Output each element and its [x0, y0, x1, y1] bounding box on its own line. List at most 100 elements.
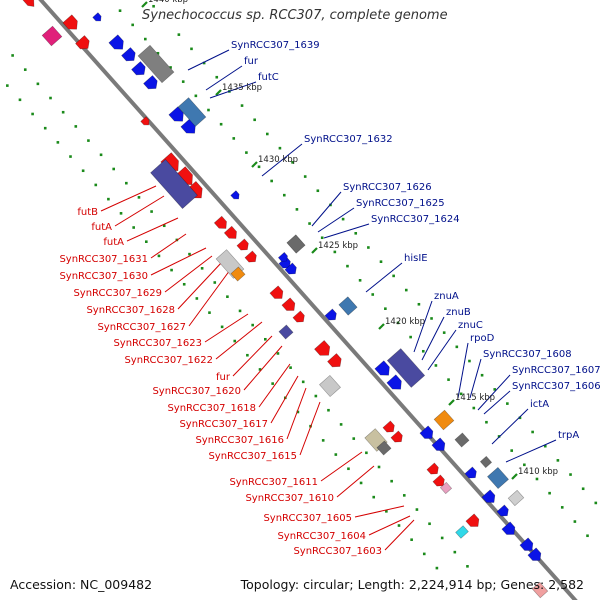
track-dot [156, 51, 160, 55]
reverse-gene-shape [382, 420, 395, 433]
reverse-gene-label: SynRCC307_1627 [97, 322, 186, 333]
track-dot [442, 331, 446, 334]
track-dot [266, 132, 269, 136]
ruler-label: 1425 kbp [318, 241, 358, 251]
forward-feature-shape [386, 348, 426, 388]
reverse-gene [281, 297, 296, 311]
reverse-gene-shape [244, 250, 257, 263]
forward-gene-label: rpoD [470, 333, 495, 344]
forward-gene [496, 504, 509, 517]
track-dot [56, 141, 60, 144]
forward-gene [284, 262, 297, 275]
track-dot [81, 169, 85, 173]
reverse-gene-label: SynRCC307_1631 [59, 254, 148, 265]
track-dot [119, 212, 123, 215]
ruler-tick [141, 1, 148, 8]
reverse-label-connector [215, 321, 263, 360]
track-dot [506, 402, 509, 405]
track-dot [409, 335, 412, 339]
reverse-gene-shape [75, 35, 90, 50]
forward-gene [121, 47, 136, 62]
forward-gene-shape [374, 360, 390, 376]
track-dot [455, 345, 459, 349]
forward-feature-shape [338, 296, 358, 316]
track-dot [162, 224, 166, 228]
track-dot [421, 349, 425, 353]
track-dot [447, 378, 450, 381]
ruler-tick [311, 247, 318, 254]
reverse-gene-label: SynRCC307_1620 [152, 386, 241, 397]
forward-label-connector [457, 342, 469, 399]
track-dot [358, 279, 362, 282]
track-dot [341, 217, 345, 221]
forward-gene-shape [431, 437, 446, 451]
reverse-gene [382, 420, 395, 433]
reverse-feature-shape [319, 374, 341, 398]
forward-gene [374, 360, 390, 376]
forward-feature-shape [487, 466, 509, 490]
accession-text: Accession: NC_009482 [10, 577, 153, 592]
reverse-label-connector [243, 345, 283, 391]
reverse-gene-shape [327, 353, 342, 368]
forward-feature-shape [433, 409, 455, 431]
ruler-tick [511, 473, 518, 480]
track-dot [560, 506, 564, 509]
genome-title: Synechococcus sp. RCC307, complete genom… [140, 8, 450, 23]
track-dot [132, 226, 135, 229]
track-dot [453, 550, 457, 554]
track-dot [308, 222, 311, 225]
forward-label-connector [261, 143, 303, 177]
track-dot [87, 139, 90, 142]
reverse-gene-shape [314, 340, 331, 356]
forward-gene [143, 75, 158, 90]
reverse-label-connector [232, 335, 273, 377]
track-dot [367, 246, 370, 249]
track-dot [510, 449, 514, 452]
forward-label-connector [421, 316, 445, 361]
track-dot [430, 317, 433, 320]
reverse-gene [62, 14, 78, 30]
reverse-gene-label: SynRCC307_1618 [167, 403, 256, 414]
reverse-gene-label: SynRCC307_1603 [293, 546, 382, 557]
forward-label-connector [491, 408, 529, 445]
track-dot [207, 108, 210, 112]
reverse-gene [327, 353, 342, 368]
track-dot [346, 264, 349, 268]
track-dot [276, 352, 280, 355]
track-dot [181, 80, 185, 83]
forward-gene-shape [519, 537, 534, 551]
forward-gene-label: SynRCC307_1624 [371, 214, 460, 225]
track-dot [215, 75, 219, 79]
track-dot [543, 444, 547, 448]
track-dot [107, 197, 110, 201]
track-dot [316, 189, 320, 193]
reverse-gene-label: SynRCC307_1610 [245, 493, 334, 504]
forward-gene-label: SynRCC307_1607 [512, 365, 600, 376]
track-dot [396, 321, 400, 325]
reverse-gene-label: SynRCC307_1616 [195, 435, 284, 446]
forward-gene-label: fur [244, 56, 259, 67]
feature-layer [22, 0, 549, 599]
track-dot [569, 473, 572, 476]
ruler-label: 1410 kbp [518, 467, 558, 477]
forward-gene-shape [419, 425, 434, 439]
track-dot [359, 481, 363, 485]
track-dot [531, 430, 534, 434]
track-dot [417, 302, 421, 306]
track-dot [581, 487, 585, 491]
forward-gene-shape [230, 190, 240, 200]
reverse-gene [22, 0, 35, 7]
reverse-label-connector [354, 505, 405, 518]
reverse-feature-shape [531, 581, 549, 599]
forward-gene-label: SynRCC307_1632 [304, 134, 393, 145]
track-dot [354, 232, 358, 235]
reverse-gene-label: futA [103, 237, 124, 248]
reverse-feature [41, 25, 63, 47]
track-dot [131, 23, 134, 27]
track-dot [190, 47, 193, 51]
forward-feature [177, 97, 207, 127]
track-dot [372, 495, 376, 499]
reverse-gene [223, 225, 237, 239]
track-dot [23, 68, 27, 71]
forward-label-connector [323, 223, 370, 239]
